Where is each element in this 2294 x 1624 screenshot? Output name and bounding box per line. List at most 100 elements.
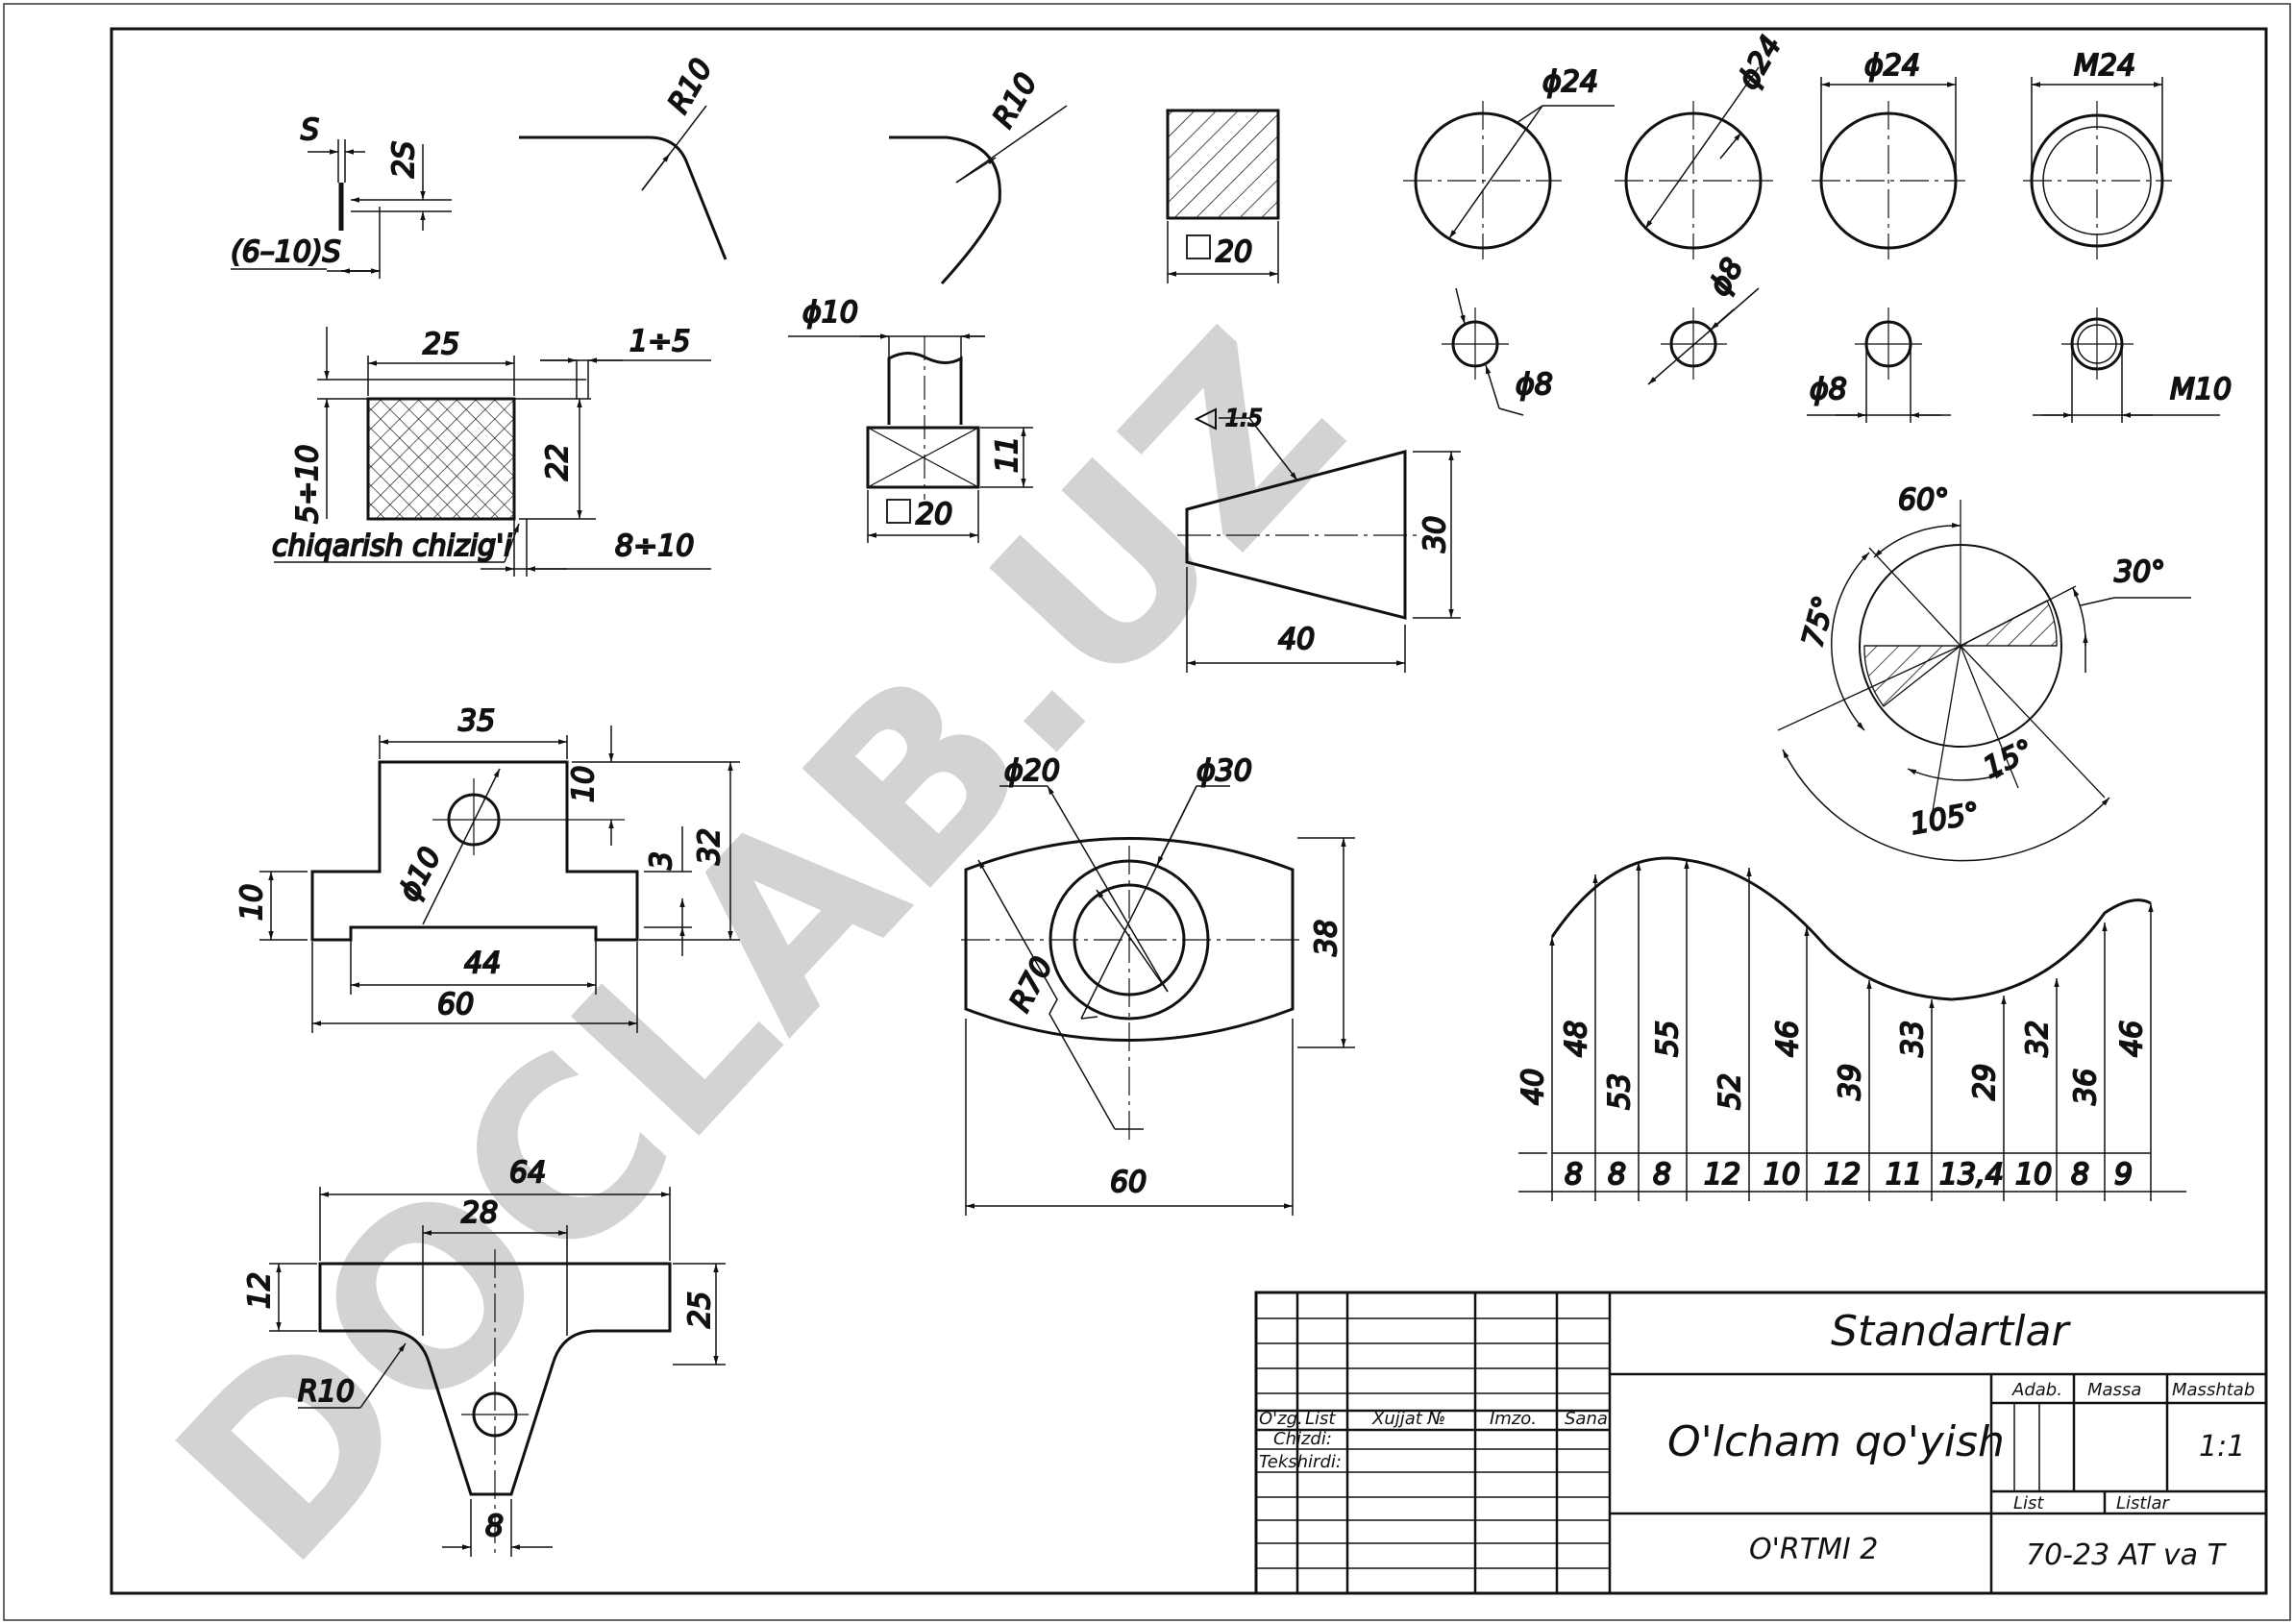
label-m10: M10 <box>2170 373 2232 406</box>
fig-barrel-rings <box>961 785 1355 1216</box>
fig-r10-corner <box>519 105 728 260</box>
label-r70: R70 <box>1003 951 1060 1018</box>
label-r1-5: 1÷5 <box>629 325 690 358</box>
fig-circles-24 <box>1403 66 2172 259</box>
tb-row-chizdi: Chizdi: <box>1273 1429 1332 1449</box>
label-r10-b: R10 <box>987 67 1045 134</box>
label-m24: M24 <box>2074 49 2135 83</box>
label-h30: 30 <box>1418 516 1452 553</box>
label-s: S <box>301 113 319 147</box>
label-d30: ϕ30 <box>1196 754 1252 788</box>
label-sq20-b: 20 <box>916 498 952 531</box>
fig-circles-8 <box>1442 287 2220 423</box>
tb-scale: 1:1 <box>2199 1430 2245 1464</box>
curve-h-7: 33 <box>1896 1021 1930 1057</box>
curve-h-6: 39 <box>1834 1064 1867 1100</box>
curve-h-5: 46 <box>1771 1021 1805 1057</box>
label-d8-a: ϕ8 <box>1516 368 1553 402</box>
label-d8-c: ϕ8 <box>1810 373 1847 406</box>
curve-step-3: 12 <box>1704 1158 1740 1192</box>
label-r10-a: R10 <box>662 53 720 119</box>
label-w25: 25 <box>423 328 459 361</box>
tb-col-xujjat: Xujjat № <box>1371 1409 1445 1429</box>
label-w60a: 60 <box>437 988 474 1021</box>
curve-step-4: 10 <box>1764 1158 1800 1192</box>
fig-curve-ordinates <box>1518 856 2186 1201</box>
label-r8-10: 8÷10 <box>615 529 694 563</box>
curve-h-8: 29 <box>1968 1064 2002 1100</box>
curve-step-1: 8 <box>1608 1158 1626 1192</box>
label-d24-a: ϕ24 <box>1542 65 1598 99</box>
label-h22: 22 <box>541 444 575 480</box>
tb-subject: Standartlar <box>1831 1307 2071 1356</box>
curve-h-0: 40 <box>1517 1069 1550 1105</box>
curve-step-6: 11 <box>1886 1158 1922 1192</box>
tb-col-list: List <box>1305 1409 1336 1429</box>
fig-knurled-block <box>274 327 711 577</box>
fig-angles <box>1777 500 2191 862</box>
curve-h-9: 32 <box>2021 1021 2055 1057</box>
label-h12: 12 <box>243 1272 277 1309</box>
tb-group: 70-23 AT va T <box>2026 1538 2228 1572</box>
curve-step-7: 13,4 <box>1939 1158 2004 1192</box>
label-w60b: 60 <box>1110 1166 1147 1199</box>
label-h10a: 10 <box>567 766 601 802</box>
label-h32: 32 <box>693 828 727 865</box>
curve-step-0: 8 <box>1565 1158 1583 1192</box>
tb-org: O'RTMI 2 <box>1749 1533 1878 1566</box>
curve-step-2: 8 <box>1653 1158 1671 1192</box>
curve-h-1: 48 <box>1560 1021 1593 1057</box>
label-a105: 105° <box>1908 797 1982 842</box>
curve-step-10: 9 <box>2114 1158 2133 1192</box>
tb-col-sana: Sana <box>1565 1409 1608 1429</box>
label-h3: 3 <box>645 851 678 870</box>
label-a75: 75° <box>1796 593 1842 651</box>
curve-step-8: 10 <box>2015 1158 2052 1192</box>
label-d24-c: ϕ24 <box>1864 49 1920 83</box>
curve-step-5: 12 <box>1824 1158 1861 1192</box>
label-exit-line: chiqarish chizig'i <box>272 529 512 563</box>
label-h5-10: 5÷10 <box>291 445 325 524</box>
label-w64: 64 <box>509 1156 546 1190</box>
inner-frame <box>110 27 2268 1595</box>
label-2s: 2S <box>387 141 421 178</box>
fig-square-section <box>1166 109 1280 283</box>
curve-step-9: 8 <box>2071 1158 2089 1192</box>
label-d24-b: ϕ24 <box>1732 30 1788 95</box>
label-w40: 40 <box>1278 623 1315 656</box>
fig-t-bracket <box>269 1187 726 1557</box>
curve-h-2: 53 <box>1603 1073 1637 1110</box>
label-taper: 1:5 <box>1225 405 1263 431</box>
label-w35: 35 <box>458 704 495 738</box>
tb-adab: Adab. <box>2011 1380 2062 1400</box>
label-s-range: (6–10)S <box>231 235 341 269</box>
tb-massa: Massa <box>2087 1380 2141 1400</box>
outer-frame <box>3 3 2291 1621</box>
tb-col-imzo: Imzo. <box>1490 1409 1537 1429</box>
label-d20: ϕ20 <box>1004 754 1060 788</box>
fig-shaft-square <box>788 333 1033 543</box>
label-d10: ϕ10 <box>802 296 858 330</box>
label-a30: 30° <box>2114 555 2165 589</box>
curve-h-11: 46 <box>2115 1021 2149 1057</box>
tb-list: List <box>2013 1493 2044 1513</box>
curve-h-10: 36 <box>2069 1069 2103 1105</box>
curve-h-4: 52 <box>1714 1073 1747 1110</box>
label-h10b: 10 <box>235 884 269 921</box>
label-w28: 28 <box>461 1196 498 1230</box>
label-r10-c: R10 <box>298 1375 355 1409</box>
fig-plate-thickness <box>231 139 452 279</box>
label-sq20-a: 20 <box>1216 235 1252 269</box>
label-h25: 25 <box>683 1292 717 1328</box>
fig-taper <box>1177 407 1461 673</box>
label-a60: 60° <box>1898 483 1949 517</box>
label-d8-b: ϕ8 <box>1703 253 1751 302</box>
curve-h-3: 55 <box>1651 1021 1685 1057</box>
fig-r10-arc <box>889 105 1068 285</box>
label-h11: 11 <box>991 436 1024 473</box>
tb-row-tekshirdi: Tekshirdi: <box>1259 1452 1342 1472</box>
label-w8: 8 <box>485 1510 504 1543</box>
tb-title: O'lcham qo'yish <box>1667 1417 2005 1466</box>
label-w44: 44 <box>464 947 501 980</box>
